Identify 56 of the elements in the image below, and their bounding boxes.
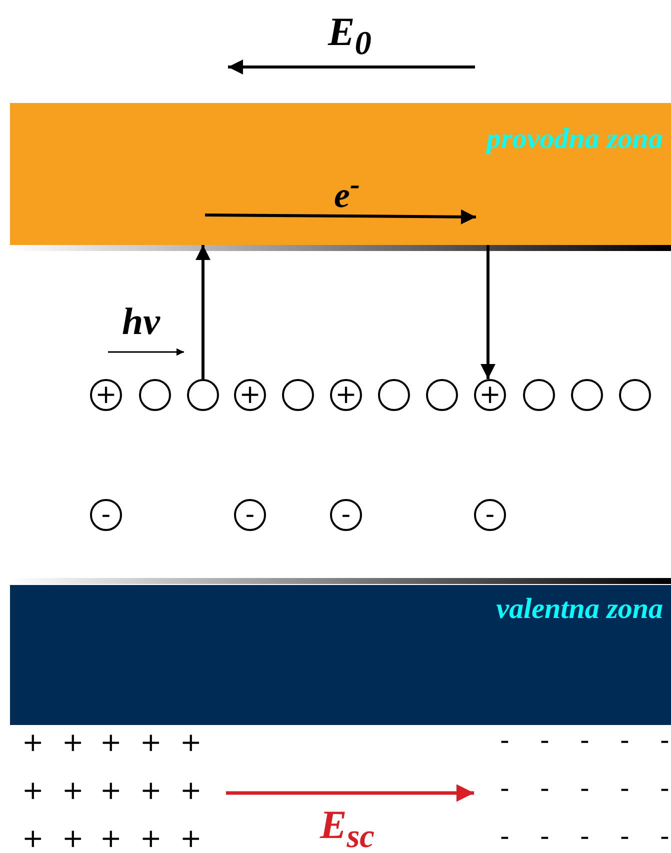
plus-sign: + xyxy=(140,730,162,756)
minus-sign: - xyxy=(580,824,590,850)
minus-sign: - xyxy=(580,776,590,802)
plus-sign: + xyxy=(62,826,84,852)
minus-sign: - xyxy=(540,728,550,754)
charge-circle: - xyxy=(234,499,266,531)
arrow xyxy=(196,245,210,379)
field-label: E$_{0}$ xyxy=(328,12,372,60)
plus-sign: + xyxy=(62,778,84,804)
plus-sign: + xyxy=(100,730,122,756)
conduction-band xyxy=(10,103,671,245)
valence-band xyxy=(10,585,671,725)
empty-circle xyxy=(187,379,219,411)
empty-circle xyxy=(378,379,410,411)
minus-sign: - xyxy=(500,728,510,754)
band-label: provodna zona xyxy=(486,123,663,156)
empty-circle xyxy=(139,379,171,411)
charge-circle: - xyxy=(90,499,122,531)
plus-sign: + xyxy=(180,730,202,756)
plus-sign: + xyxy=(22,730,44,756)
plus-sign: + xyxy=(180,778,202,804)
minus-sign: - xyxy=(580,728,590,754)
minus-sign: - xyxy=(500,776,510,802)
plus-sign: + xyxy=(140,778,162,804)
charge-circle: + xyxy=(330,379,362,411)
plus-sign: + xyxy=(100,778,122,804)
photon-label: hv xyxy=(122,303,160,341)
charge-circle: + xyxy=(90,379,122,411)
charge-circle: - xyxy=(330,499,362,531)
electron-label: e$^{-}$ xyxy=(334,170,360,213)
empty-circle xyxy=(619,379,651,411)
plus-sign: + xyxy=(22,778,44,804)
band-label: valentna zona xyxy=(496,593,663,626)
plus-sign: + xyxy=(100,826,122,852)
minus-sign: - xyxy=(500,824,510,850)
empty-circle xyxy=(282,379,314,411)
arrow xyxy=(480,245,496,379)
minus-sign: - xyxy=(660,776,670,802)
charge-circle: + xyxy=(234,379,266,411)
minus-sign: - xyxy=(620,776,630,802)
plus-sign: + xyxy=(180,826,202,852)
field-label: E$_{sc}$ xyxy=(320,805,374,853)
plus-sign: + xyxy=(22,826,44,852)
minus-sign: - xyxy=(540,776,550,802)
plus-sign: + xyxy=(62,730,84,756)
minus-sign: - xyxy=(620,728,630,754)
plus-sign: + xyxy=(140,826,162,852)
minus-sign: - xyxy=(540,824,550,850)
minus-sign: - xyxy=(660,824,670,850)
charge-circle: - xyxy=(474,499,506,531)
charge-circle: + xyxy=(474,379,506,411)
minus-sign: - xyxy=(660,728,670,754)
minus-sign: - xyxy=(620,824,630,850)
empty-circle xyxy=(523,379,555,411)
empty-circle xyxy=(426,379,458,411)
empty-circle xyxy=(571,379,603,411)
